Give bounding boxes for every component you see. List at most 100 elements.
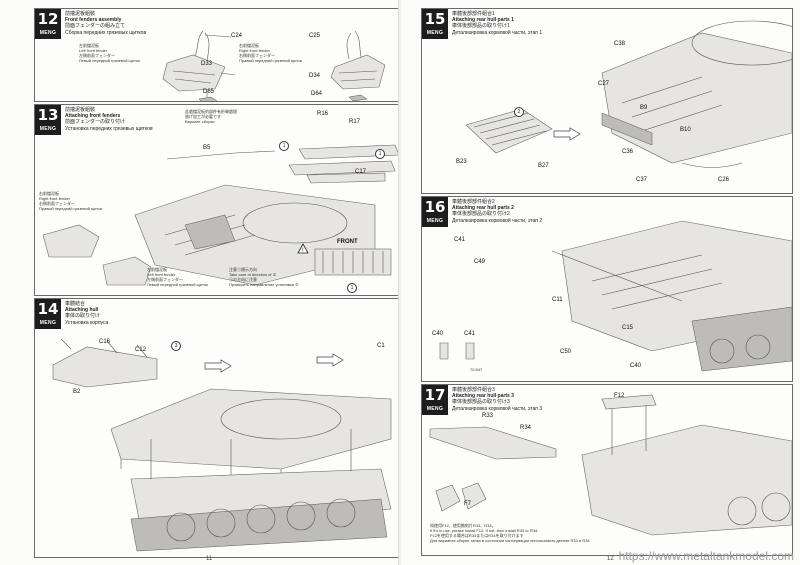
- step-17-badge: 17 MENG: [422, 385, 448, 415]
- part-label: C36: [622, 149, 634, 155]
- left-front-fender-drawing: [102, 256, 152, 286]
- step-title-ru: Установка передних грязевых щитков: [65, 125, 153, 132]
- part-label: B9: [640, 105, 648, 111]
- part-label: B2: [73, 389, 81, 395]
- page-gutter: [398, 0, 402, 565]
- step-title-ru: Установка корпуса: [65, 319, 109, 326]
- step-17-panel: 17 MENG 車體後部部件組合3 Attaching rear hull pa…: [421, 384, 793, 556]
- part-label: D65: [203, 89, 215, 95]
- step-13-panel: 13 MENG 前擋泥板組裝 Attaching front fenders 前…: [34, 104, 402, 296]
- step-title-jp: 車体後部部品の取り付け1: [452, 23, 510, 30]
- arrow-right-icon: [316, 353, 344, 367]
- front-label: FRONT: [337, 239, 358, 245]
- part-label: C40: [432, 331, 444, 337]
- photo-etch-marker: 1: [347, 283, 357, 293]
- part-label: C11: [552, 297, 563, 303]
- part-label: C50: [560, 349, 572, 355]
- rear-plate-drawing: [52, 338, 158, 388]
- part-label: D33: [201, 61, 213, 67]
- brand-label: MENG: [426, 406, 444, 412]
- tank-hull-drawing: [110, 388, 392, 552]
- rear-storage-drawing: [581, 394, 792, 536]
- step-12-titles: 前擋泥板組裝 Front fenders assembly 前面フェンダーの組み…: [65, 11, 146, 36]
- page-number: 11: [206, 556, 213, 562]
- step-title-jp: 前面フェンダーの取り付け: [65, 119, 126, 126]
- part-label: R34: [520, 425, 532, 431]
- page-number: 12: [607, 556, 614, 562]
- brand-label: MENG: [39, 126, 57, 132]
- step-title-en: Attaching rear hull parts 3: [452, 393, 514, 400]
- left-fender-drawing: [162, 30, 236, 101]
- left-fender-label: 左前擋泥板 Left front fender 左側前面フェンダー Левый …: [147, 267, 208, 287]
- step-12-panel: 12 MENG 前擋泥板組裝 Front fenders assembly 前面…: [34, 8, 402, 102]
- step-title-cn: 車體後部部件組合3: [452, 387, 495, 393]
- step-title-en: Attaching rear hull parts 1: [452, 17, 514, 24]
- step-16-panel: 16 MENG 車體後部部件組合2 Attaching rear hull pa…: [421, 196, 793, 382]
- right-fender-label: 右前擋泥板 Right front fender 右側前面フェンダー Правы…: [239, 43, 303, 63]
- part-label: B23: [456, 159, 467, 165]
- part-label: F12: [614, 393, 625, 399]
- photo-etch-marker: 1: [279, 141, 289, 151]
- hull-rear-drawing: [551, 220, 792, 372]
- part-label: C38: [614, 41, 626, 47]
- step-15-titles: 車體後部部件組合1 Attaching rear hull parts 1 車体…: [452, 11, 542, 36]
- arrow-right-icon: [553, 127, 581, 141]
- part-label: B27: [538, 163, 549, 169]
- part-label: C26: [718, 177, 730, 183]
- step-13-badge: 13 MENG: [35, 105, 61, 135]
- warning-icon: !: [297, 243, 309, 254]
- step-title-ru: Сборка передних грязевых щитков: [65, 29, 147, 36]
- exhaust-grille-drawing: [465, 108, 553, 154]
- brand-label: MENG: [39, 30, 57, 36]
- brand-label: MENG: [426, 30, 444, 36]
- part-label: C41: [454, 237, 466, 243]
- part-label: C12: [135, 347, 147, 353]
- step-title-en: Front fenders assembly: [65, 17, 122, 24]
- photo-etch-marker: 1: [375, 149, 385, 159]
- step-14-titles: 車體結合 Attaching hull 車体の取り付け Установка ко…: [65, 301, 108, 326]
- arrow-right-icon: [204, 359, 232, 373]
- part-label: B5: [203, 145, 211, 151]
- front-bend-detail: [314, 248, 392, 276]
- step-title-jp: 車体後部部品の取り付け3: [452, 399, 510, 406]
- step-title-cn: 前擋泥板組裝: [65, 107, 96, 113]
- part-label: C37: [636, 177, 648, 183]
- left-page: 12 MENG 前擋泥板組裝 Front fenders assembly 前面…: [0, 0, 402, 565]
- step-title-en: Attaching front fenders: [65, 113, 121, 120]
- step-17-number: 17: [424, 386, 446, 404]
- step-16-badge: 16 MENG: [422, 197, 448, 227]
- step-12-badge: 12 MENG: [35, 9, 61, 39]
- step-title-en: Attaching hull: [65, 307, 99, 314]
- part-label: D34: [309, 73, 321, 79]
- bend-direction-note: 注意①標示方向 Take care of direction of ① ①の方向…: [229, 267, 299, 287]
- step-13-titles: 前擋泥板組裝 Attaching front fenders 前面フェンダーの取…: [65, 107, 153, 132]
- paint-code: 70.947: [470, 367, 483, 372]
- step-14-badge: 14 MENG: [35, 299, 61, 329]
- part-label: C17: [355, 169, 367, 175]
- step-12-number: 12: [37, 10, 59, 28]
- rear-panel-drawing: [429, 426, 557, 460]
- part-label: C15: [622, 325, 634, 331]
- step-13-number: 13: [37, 106, 59, 124]
- part-label: C1: [377, 343, 385, 349]
- step-title-cn: 前擋泥板組裝: [65, 11, 96, 17]
- step-title-ru: Детализировка кормовой части, этап 1: [452, 29, 543, 36]
- part-label: C40: [630, 363, 642, 369]
- part-label: R16: [317, 111, 329, 117]
- right-fender-label: 右前擋泥板 Right front fender 右側前面フェンダー Правы…: [39, 191, 103, 211]
- part-label: C49: [474, 259, 486, 265]
- step-15-number: 15: [424, 10, 446, 28]
- brand-label: MENG: [39, 320, 57, 326]
- step-title-ru: Детализировка кормовой части, этап 3: [452, 405, 543, 412]
- part-label: R33: [482, 413, 494, 419]
- bracket-pair-drawing: [435, 482, 487, 512]
- part-label: C27: [598, 81, 610, 87]
- svg-text:!: !: [302, 248, 304, 254]
- left-fender-label: 左前擋泥板 Left front fender 左側前面フェンダー Левый …: [79, 43, 140, 63]
- step-title-ru: Детализировка кормовой части, этап 2: [452, 217, 543, 224]
- photo-etch-marker: 3: [171, 341, 181, 351]
- step-17-titles: 車體後部部件組合3 Attaching rear hull parts 3 車体…: [452, 387, 542, 412]
- step-title-jp: 前面フェンダーの組み立て: [65, 23, 126, 30]
- step-14-panel: 14 MENG 車體結合 Attaching hull 車体の取り付け Уста…: [34, 298, 402, 558]
